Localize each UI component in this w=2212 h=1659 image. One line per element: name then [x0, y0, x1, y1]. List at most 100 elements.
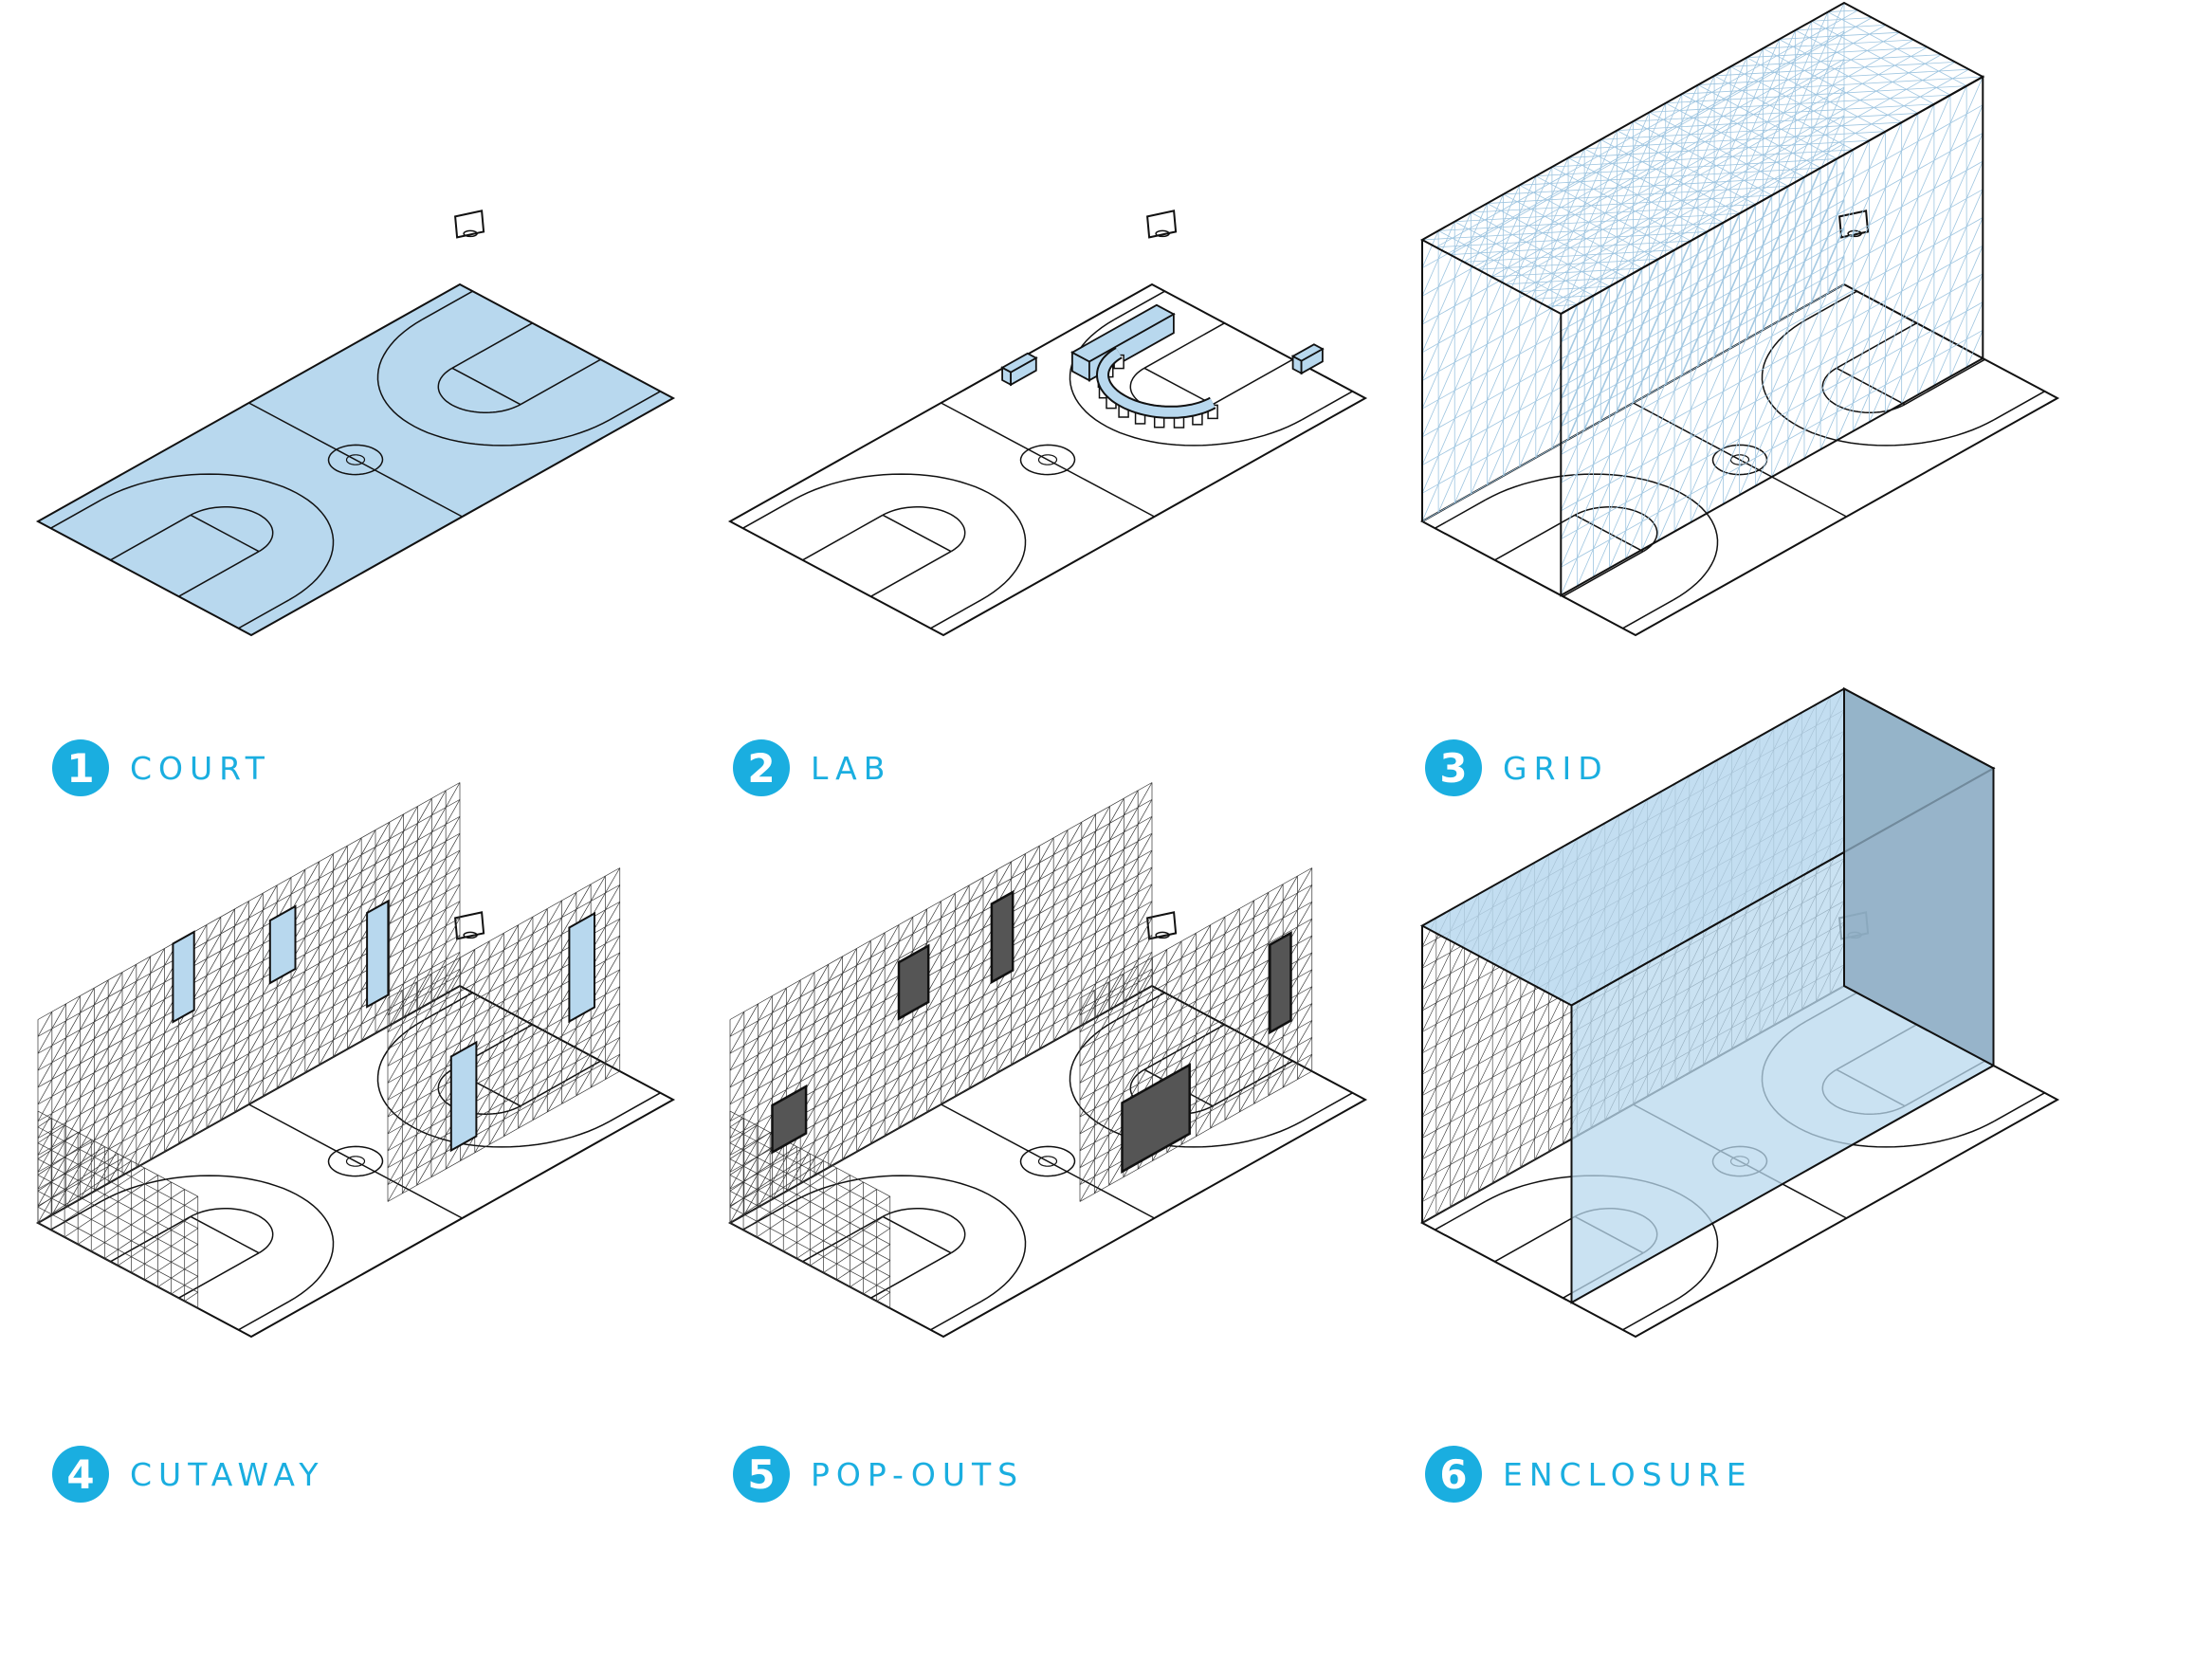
rim [463, 229, 478, 238]
rim [1155, 229, 1170, 238]
center-circle [327, 1145, 384, 1177]
grid-diagonal [1560, 267, 1643, 455]
grid-diagonal [1901, 217, 1983, 405]
grid-diagonal [1560, 222, 1724, 596]
grid-diagonal [1450, 240, 1691, 255]
grid-diagonal [37, 1153, 119, 1208]
grid-diagonal [1649, 94, 1951, 113]
grid-diagonal [1079, 916, 1226, 1168]
grid-diagonal [37, 1118, 52, 1128]
grid-diagonal [1811, 228, 1845, 303]
grid-diagonal [37, 932, 193, 1207]
grid-diagonal [1535, 84, 1699, 458]
grid-diagonal [742, 1167, 837, 1231]
lane-line [520, 1060, 601, 1107]
grid-diagonal [1551, 149, 1854, 168]
grid-diagonal [387, 965, 447, 1066]
grid-diagonal [184, 1291, 198, 1302]
grid-diagonal [729, 948, 857, 1173]
grid-diagonal [1771, 103, 1935, 478]
grid-diagonal [1633, 29, 1797, 404]
grid-diagonal [416, 884, 592, 1186]
grid-diagonal [157, 1260, 198, 1287]
cutaway-side-wall [37, 1110, 199, 1309]
free-throw-line [190, 514, 260, 553]
grid-diagonal [37, 995, 81, 1071]
grid-diagonal [982, 782, 1153, 1082]
free-throw-circle [437, 367, 521, 413]
grid-diagonal [1560, 259, 1659, 483]
three-point-arc [376, 1020, 611, 1148]
pop-out-insert [771, 1084, 808, 1155]
three-point-line [1301, 391, 1353, 421]
grid-diagonal [37, 1011, 53, 1037]
grid-diagonal [192, 837, 362, 1137]
lane-line [1494, 1215, 1576, 1263]
grid-diagonal [842, 861, 1012, 1160]
panel-court [35, 210, 721, 664]
grid-diagonal [518, 952, 621, 1129]
step-badge: 5 [733, 1446, 790, 1503]
grid-diagonal [1560, 277, 1627, 427]
grid-diagonal [729, 972, 815, 1121]
panel-popouts [727, 782, 1413, 1365]
grid-diagonal [1470, 120, 1634, 495]
grid-diagonal [814, 877, 984, 1176]
grid-diagonal [1421, 185, 1521, 410]
grid-diagonal [729, 1132, 771, 1159]
three-point-arc [376, 319, 611, 447]
grid-diagonal [1763, 143, 1845, 331]
grid-diagonal [796, 1195, 890, 1259]
grid-diagonal [1079, 908, 1240, 1185]
grid-diagonal [1079, 981, 1109, 1032]
step-label: GRID [1503, 749, 1609, 787]
grid-diagonal [799, 884, 970, 1184]
center-circle [1711, 444, 1768, 476]
step-badge: 6 [1425, 1446, 1482, 1503]
grid-diagonal [729, 963, 830, 1139]
grid-diagonal [1551, 75, 1715, 449]
grid-diagonal [1079, 900, 1254, 1202]
grid-diagonal [37, 956, 151, 1156]
three-point-line [238, 1301, 290, 1331]
grid-diagonal [729, 1003, 759, 1054]
enclosure-end [1843, 686, 1995, 1067]
grid-diagonal [171, 1276, 198, 1295]
grid-diagonal [941, 806, 1110, 1105]
grid-diagonal [1560, 295, 1594, 371]
pop-out-insert [990, 889, 1015, 985]
grid-diagonal [333, 832, 461, 1058]
lane-line [1212, 358, 1293, 406]
enclosure-shell [1419, 686, 1996, 1304]
step-badge: 3 [1425, 739, 1482, 796]
grid-diagonal [1917, 246, 1983, 395]
lab-drawing [727, 210, 1368, 637]
grid-diagonal [503, 935, 621, 1137]
grid-diagonal [1067, 884, 1153, 1034]
wall-opening [568, 911, 595, 1024]
basketball-hoop-icon [454, 911, 485, 940]
backboard [454, 210, 485, 239]
center-circle [327, 444, 384, 476]
grid-diagonal [37, 979, 109, 1105]
grid-near-outline [1560, 75, 1984, 597]
grid-diagonal [1803, 85, 1967, 459]
grid-diagonal [1532, 295, 1594, 300]
grid-diagonal [1641, 176, 1805, 551]
step-badge: 4 [52, 1446, 109, 1503]
grid-diagonal [347, 849, 461, 1049]
grid-diagonal [1811, 17, 1873, 22]
grid-diagonal [1690, 149, 1854, 523]
grid-diagonal [319, 816, 461, 1066]
grid-diagonal [1421, 148, 1585, 522]
pop-out-insert [1269, 930, 1292, 1035]
center-circle [1019, 444, 1076, 476]
grid-diagonal [1421, 222, 1724, 241]
grid-diagonal [1463, 249, 1675, 263]
lab-volumes [1000, 303, 1325, 428]
center-circle [1019, 1145, 1076, 1177]
grid-diagonal [387, 933, 504, 1135]
popout-walls [729, 782, 1313, 1309]
grid-diagonal [1435, 231, 1708, 248]
seating-band-fill [1097, 348, 1216, 417]
